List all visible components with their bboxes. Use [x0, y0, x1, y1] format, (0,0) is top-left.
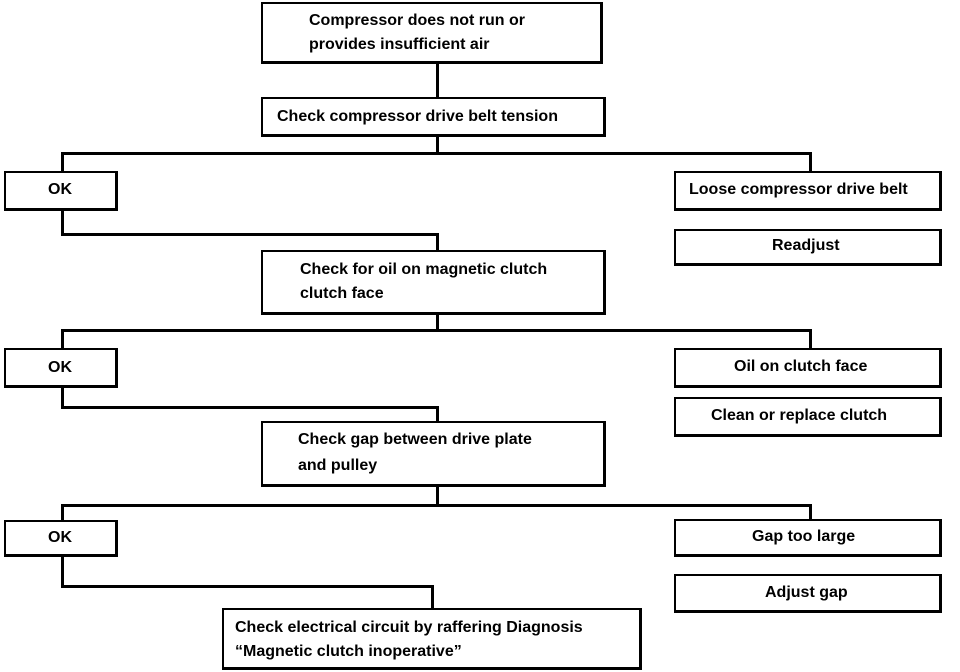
check-electrical-line-2: “Magnetic clutch inoperative”	[235, 643, 462, 660]
check-oil-box: Check for oil on magnetic clutch clutch …	[261, 250, 606, 315]
ok-box-1: OK	[4, 171, 118, 211]
connector-line	[436, 486, 439, 506]
readjust-text: Readjust	[772, 237, 840, 254]
connector-line	[61, 329, 64, 349]
connector-line	[61, 233, 439, 236]
connector-line	[809, 329, 812, 349]
gap-too-large-box: Gap too large	[674, 519, 942, 557]
loose-belt-box: Loose compressor drive belt	[674, 171, 942, 211]
connector-line	[809, 504, 812, 521]
connector-line	[436, 314, 439, 331]
connector-line	[61, 210, 64, 235]
connector-line	[436, 406, 439, 422]
ok-box-3: OK	[4, 520, 118, 557]
connector-line	[436, 64, 439, 98]
connector-line	[431, 585, 434, 609]
loose-belt-text: Loose compressor drive belt	[689, 181, 908, 198]
ok-text-1: OK	[48, 181, 72, 198]
connector-line	[61, 504, 811, 507]
adjust-gap-box: Adjust gap	[674, 574, 942, 613]
oil-on-clutch-face-text: Oil on clutch face	[734, 358, 868, 375]
connector-line	[436, 233, 439, 251]
adjust-gap-text: Adjust gap	[765, 584, 848, 601]
connector-line	[61, 406, 439, 409]
start-line-2: provides insufficient air	[309, 36, 490, 53]
check-gap-line-2: and pulley	[298, 457, 378, 474]
check-belt-tension-box: Check compressor drive belt tension	[261, 97, 606, 137]
connector-line	[61, 585, 434, 588]
connector-line	[61, 329, 811, 332]
check-gap-line-1: Check gap between drive plate	[298, 431, 532, 448]
check-electrical-line-1: Check electrical circuit by raffering Di…	[235, 619, 583, 636]
ok-text-3: OK	[48, 529, 72, 546]
check-electrical-circuit-box: Check electrical circuit by raffering Di…	[222, 608, 642, 670]
check-gap-box: Check gap between drive plate and pulley	[261, 421, 606, 487]
oil-on-clutch-face-box: Oil on clutch face	[674, 348, 942, 388]
check-oil-line-2: clutch face	[300, 285, 384, 302]
check-oil-line-1: Check for oil on magnetic clutch	[300, 261, 548, 278]
start-box: Compressor does not run or provides insu…	[261, 2, 603, 64]
connector-line	[61, 387, 64, 409]
ok-text-2: OK	[48, 359, 72, 376]
readjust-box: Readjust	[674, 229, 942, 266]
connector-line	[809, 152, 812, 172]
connector-line	[61, 504, 64, 521]
connector-line	[61, 152, 64, 172]
connector-line	[61, 152, 811, 155]
connector-line	[61, 556, 64, 587]
clean-replace-clutch-text: Clean or replace clutch	[711, 407, 888, 424]
ok-box-2: OK	[4, 348, 118, 388]
start-line-1: Compressor does not run or	[309, 12, 526, 29]
connector-line	[436, 136, 439, 153]
check-belt-tension-text: Check compressor drive belt tension	[277, 108, 558, 125]
gap-too-large-text: Gap too large	[752, 528, 856, 545]
clean-replace-clutch-box: Clean or replace clutch	[674, 397, 942, 437]
